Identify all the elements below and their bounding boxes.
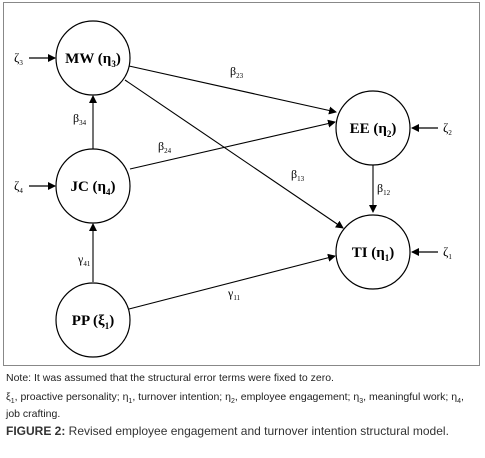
node-ee: EE (η2) (335, 90, 411, 166)
svg-text:TI (η1): TI (η1) (352, 245, 395, 263)
coef-label-b23: β23 (230, 64, 244, 80)
node-ti: TI (η1) (335, 214, 411, 290)
figure-note: Note: It was assumed that the structural… (6, 372, 334, 384)
error-label-mw: ζ3 (14, 50, 23, 67)
figure-caption: FIGURE 2: Revised employee engagement an… (6, 424, 480, 439)
coef-label-b34: β34 (73, 111, 87, 127)
svg-text:JC (η4): JC (η4) (70, 179, 115, 197)
structural-model-diagram: MW (η3) EE (η2) JC (η4) TI (η1) PP (ξ1) … (14, 20, 452, 358)
coef-label-g41: γ41 (77, 252, 91, 268)
node-pp: PP (ξ1) (55, 282, 131, 358)
path-mw-ee (128, 65, 337, 115)
path-jc-ee (129, 119, 336, 170)
node-mw: MW (η3) (55, 20, 131, 96)
svg-text:PP (ξ1): PP (ξ1) (72, 313, 114, 331)
path-pp-ti (128, 253, 336, 310)
figure-caption-text: Revised employee engagement and turnover… (65, 424, 449, 438)
error-label-ee: ζ2 (443, 120, 452, 137)
coef-label-b12: β12 (377, 181, 391, 197)
svg-text:MW (η3): MW (η3) (65, 51, 121, 69)
figure-legend: ξ1, proactive personality; η1, turnover … (6, 391, 464, 421)
svg-text:EE (η2): EE (η2) (350, 121, 397, 139)
figure-caption-label: FIGURE 2: (6, 424, 66, 438)
coef-label-b13: β13 (291, 167, 305, 183)
path-mw-ti (124, 79, 344, 229)
error-label-ti: ζ1 (443, 244, 452, 261)
coef-label-g11: γ11 (227, 286, 241, 302)
node-jc: JC (η4) (55, 148, 131, 224)
figure-frame (3, 2, 480, 366)
coef-label-b24: β24 (158, 139, 172, 155)
error-label-jc: ζ4 (14, 178, 23, 195)
